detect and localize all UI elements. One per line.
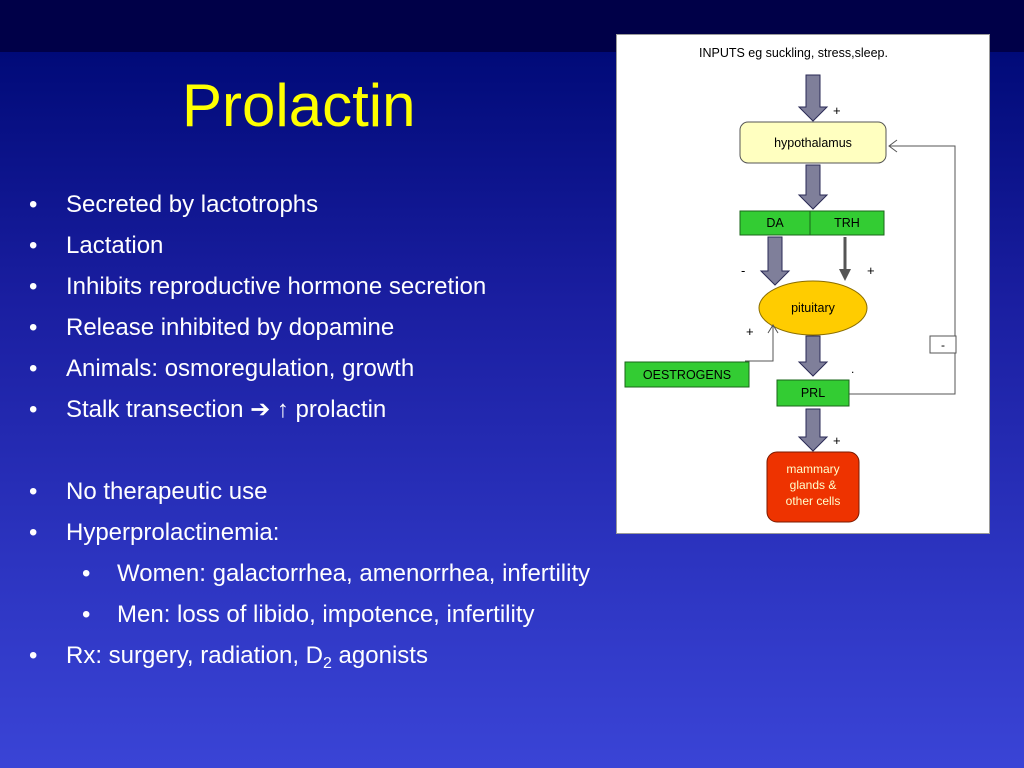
trh-box xyxy=(809,210,885,236)
mammary-label-line3: other cells xyxy=(786,494,841,508)
bullet-marker: • xyxy=(29,232,38,259)
bullet-text: Secreted by lactotrophs xyxy=(66,191,319,218)
mammary-box xyxy=(766,451,860,523)
arrow-trh-head xyxy=(839,269,851,281)
pituitary-ellipse xyxy=(758,280,868,336)
feedback-arrowhead xyxy=(888,139,898,153)
bullet-text: Lactation xyxy=(66,232,164,259)
hypothalamus-box xyxy=(739,121,887,164)
feedback-minus-box xyxy=(929,335,957,354)
bullet-marker: • xyxy=(29,478,38,505)
up-arrow-icon: ↑ xyxy=(276,396,289,423)
oestrogens-box xyxy=(624,361,750,388)
slide-title: Prolactin xyxy=(182,72,416,139)
bullet-text-pre: Stalk transection xyxy=(66,396,251,423)
bullet-text: Men: loss of libido, impotence, infertil… xyxy=(117,601,535,628)
plus-sign-prl: + xyxy=(833,433,841,448)
arrow-inputs-to-hypothalamus xyxy=(797,74,829,122)
bullet-marker: • xyxy=(82,560,91,587)
bullet-text-post: agonists xyxy=(331,642,428,669)
bullet-marker: • xyxy=(29,642,38,669)
bullet-text-post: prolactin xyxy=(288,396,387,423)
plus-sign-oestrogens: + xyxy=(746,324,754,339)
plus-sign-inputs: + xyxy=(833,103,841,118)
prl-box xyxy=(776,379,850,407)
prl-label: PRL xyxy=(801,386,825,400)
bullet-text-pre: Rx: surgery, radiation, D xyxy=(66,642,323,669)
bullet-marker: • xyxy=(29,355,38,382)
da-label: DA xyxy=(766,216,784,230)
bullet-text: Hyperprolactinemia: xyxy=(66,519,280,546)
right-arrow-icon: ➔ xyxy=(250,396,271,423)
hypothalamus-label: hypothalamus xyxy=(774,136,852,150)
arrow-da-to-pituitary xyxy=(759,236,791,286)
arrow-prl-to-mammary xyxy=(797,408,829,452)
pituitary-label: pituitary xyxy=(791,301,836,315)
plus-sign-trh: + xyxy=(867,263,875,278)
arrow-hypothalamus-to-releasers xyxy=(797,164,829,210)
minus-sign-feedback: - xyxy=(941,338,945,352)
minus-sign-da: - xyxy=(741,263,745,278)
bullet-text: Stalk transection ➔ ↑ prolactin xyxy=(66,389,386,430)
bullet-marker: • xyxy=(29,191,38,218)
inputs-label: INPUTS eg suckling, stress,sleep. xyxy=(699,46,888,60)
trh-label: TRH xyxy=(834,216,860,230)
oestrogens-arrowhead xyxy=(767,324,779,334)
bullet-text: Inhibits reproductive hormone secretion xyxy=(66,273,487,300)
bullet-text: Women: galactorrhea, amenorrhea, inferti… xyxy=(117,560,591,587)
mammary-label-line2: glands & xyxy=(790,478,837,492)
subscript: 2 xyxy=(322,655,332,672)
bullet-text: No therapeutic use xyxy=(66,478,268,505)
bullet-marker: • xyxy=(29,519,38,546)
bullet-marker: • xyxy=(29,273,38,300)
bullet-text: Animals: osmoregulation, growth xyxy=(66,355,415,382)
bullet-text: Release inhibited by dopamine xyxy=(66,314,395,341)
oestrogens-line xyxy=(745,325,774,362)
bullet-marker: • xyxy=(29,314,38,341)
arrow-pituitary-to-prl xyxy=(797,335,829,377)
dot-mark: . xyxy=(851,362,854,376)
bullet-marker: • xyxy=(29,396,38,423)
oestrogens-label: OESTROGENS xyxy=(643,368,731,382)
bullet-marker: • xyxy=(82,601,91,628)
mammary-label-line1: mammary xyxy=(786,462,839,476)
da-box xyxy=(739,210,811,236)
bullet-text: Rx: surgery, radiation, D2 agonists xyxy=(66,635,428,676)
prolactin-regulation-diagram: INPUTS eg suckling, stress,sleep. + hypo… xyxy=(616,34,990,534)
feedback-line xyxy=(849,145,956,395)
